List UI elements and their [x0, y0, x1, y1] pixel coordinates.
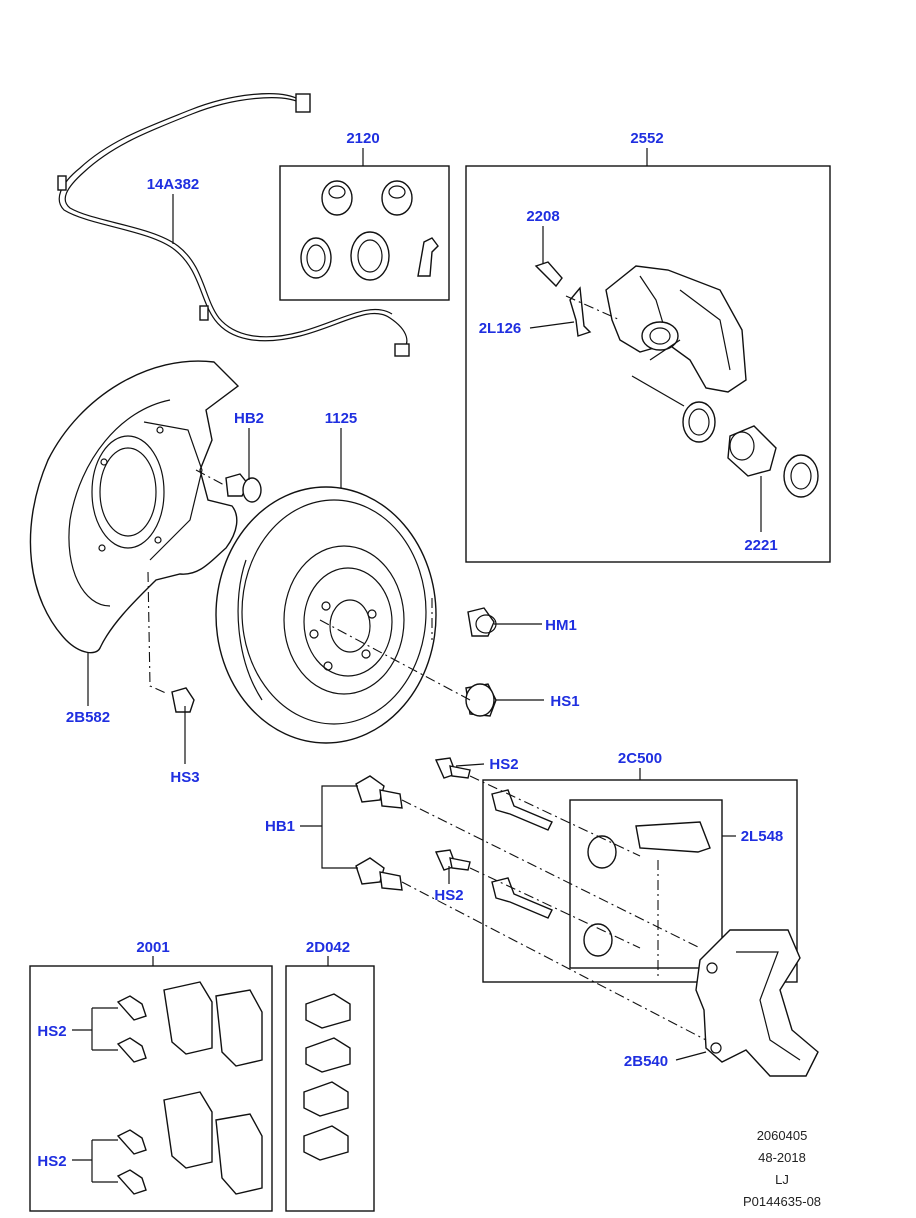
leader-lines — [72, 148, 762, 1183]
label-HS2-mid: HS2 — [434, 887, 463, 904]
caliper-2552-box — [465, 165, 831, 563]
label-2B540: 2B540 — [624, 1053, 668, 1070]
brake-disc — [215, 486, 437, 744]
ref-code: 2060405 — [757, 1128, 808, 1143]
diagram-reference-info: 2060405 48-2018 LJ P0144635-08 — [743, 1128, 821, 1209]
part-labels: 2120 2552 14A382 2208 2L126 HB2 1125 222… — [37, 130, 783, 1170]
pad-kit-parts — [116, 981, 263, 1195]
label-2552: 2552 — [630, 130, 663, 147]
label-2208: 2208 — [526, 208, 559, 225]
label-2001: 2001 — [136, 939, 169, 956]
label-14A382: 14A382 — [147, 176, 200, 193]
label-HS2-top: HS2 — [489, 756, 518, 773]
label-HB1: HB1 — [265, 818, 295, 835]
label-2221: 2221 — [744, 537, 777, 554]
label-HM1: HM1 — [545, 617, 577, 634]
label-HS1: HS1 — [550, 693, 579, 710]
label-HB2: HB2 — [234, 410, 264, 427]
assembly-lines — [147, 295, 707, 1041]
label-2B582: 2B582 — [66, 709, 110, 726]
hs2-bolts — [434, 757, 711, 957]
label-HS2-kit-top: HS2 — [37, 1023, 66, 1040]
ref-illustration-number: P0144635-08 — [743, 1194, 821, 1209]
caliper-assembly — [534, 261, 819, 498]
dust-shield — [29, 360, 240, 654]
ref-initials: LJ — [775, 1172, 789, 1187]
ref-date: 48-2018 — [758, 1150, 806, 1165]
caliper-bracket — [695, 929, 819, 1077]
pad-kit-2001-box — [29, 965, 273, 1212]
clip-kit-2D042-box — [285, 965, 375, 1212]
label-1125: 1125 — [325, 410, 358, 427]
label-2D042: 2D042 — [306, 939, 350, 956]
label-HS2-kit-bottom: HS2 — [37, 1153, 66, 1170]
label-2L126: 2L126 — [479, 320, 522, 337]
label-HS3: HS3 — [170, 769, 199, 786]
clip-kit-parts — [303, 993, 351, 1161]
label-2L548: 2L548 — [741, 828, 784, 845]
fasteners-small — [171, 473, 497, 717]
wear-sensor-wire — [57, 93, 410, 357]
label-2120: 2120 — [346, 130, 379, 147]
kit-2120-box — [279, 165, 450, 301]
label-2C500: 2C500 — [618, 750, 662, 767]
seal-kit-2120-parts — [300, 180, 439, 281]
hb1-bolts — [355, 775, 403, 891]
